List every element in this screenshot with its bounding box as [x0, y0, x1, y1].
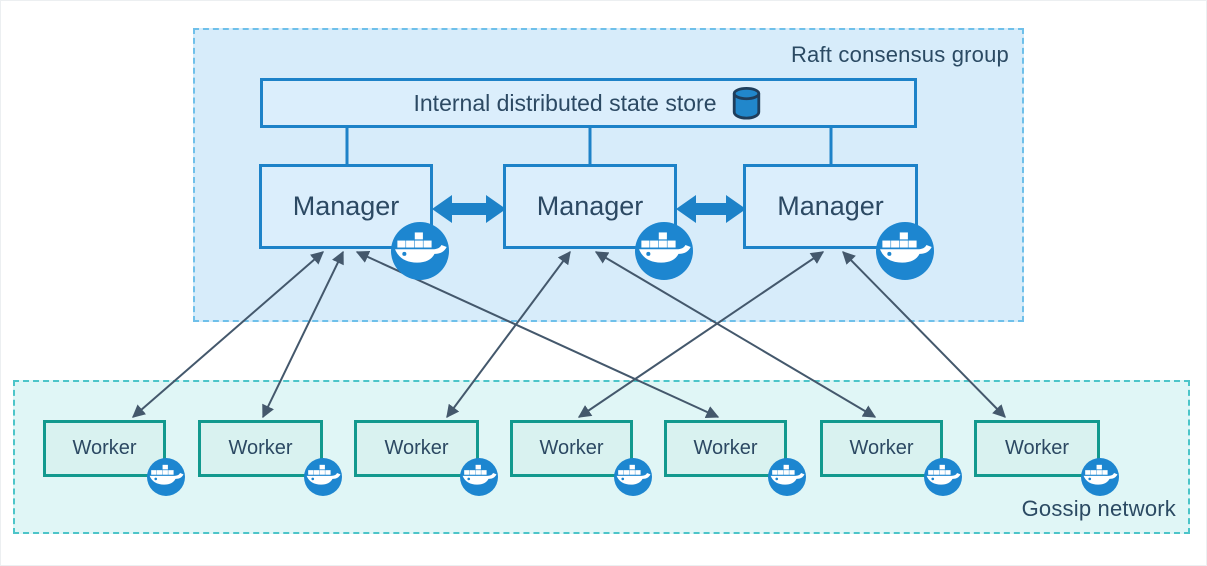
worker-7-box: Worker: [974, 420, 1100, 477]
worker-6-box: Worker: [820, 420, 943, 477]
worker-2-label: Worker: [228, 437, 293, 459]
worker-7-label: Worker: [1004, 437, 1070, 459]
worker-3-label: Worker: [384, 437, 449, 459]
worker-2-box: Worker: [198, 420, 323, 477]
worker-5-label: Worker: [693, 437, 758, 459]
manager-1-label: Manager: [292, 191, 400, 221]
manager-3-label: Manager: [777, 191, 884, 221]
manager-1-box: Manager: [259, 164, 433, 249]
database-cylinder-icon: [732, 86, 760, 120]
worker-5-box: Worker: [664, 420, 787, 477]
manager-2-label: Manager: [536, 191, 644, 221]
worker-6-label: Worker: [849, 437, 914, 459]
worker-1-label: Worker: [72, 437, 137, 459]
worker-4-box: Worker: [510, 420, 633, 477]
raft-group-label: Raft consensus group: [790, 42, 1009, 67]
state-store-box: Internal distributed state store: [260, 78, 917, 128]
gossip-network-label: Gossip network: [1021, 496, 1176, 521]
manager-3-box: Manager: [743, 164, 918, 249]
worker-1-box: Worker: [43, 420, 166, 477]
worker-4-label: Worker: [539, 437, 604, 459]
manager-2-box: Manager: [503, 164, 677, 249]
state-store-label: Internal distributed state store: [413, 89, 717, 116]
worker-3-box: Worker: [354, 420, 479, 477]
